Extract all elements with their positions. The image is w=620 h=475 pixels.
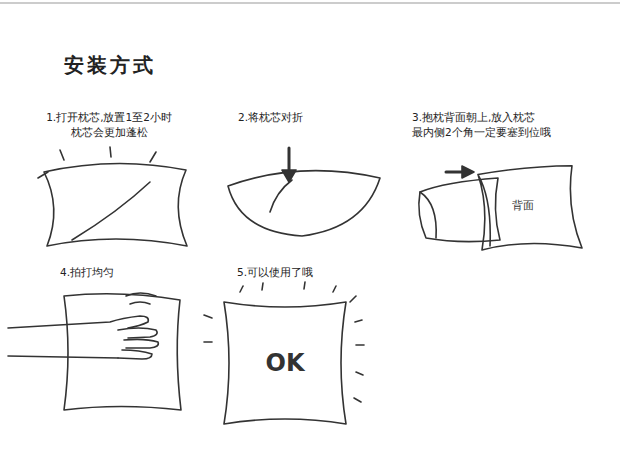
pillow-cover: 背面 [468,164,586,252]
finished-pillow: OK [220,298,350,428]
pillow-outline [224,302,346,424]
node-text: OK [266,349,305,377]
step-caption: 4.拍打均匀 [60,265,180,280]
title: 安装方式 [64,52,156,79]
folded-pillow [228,148,380,236]
step-caption: 1.打开枕芯,放置1至2小时 枕芯会更加蓬松 [34,110,184,140]
pillow-outline [478,166,582,250]
patting-hand [8,293,181,410]
node-text: 背面 [512,198,534,213]
step-caption: 5.可以使用了哦 [237,265,377,280]
pillow-insert [38,147,187,246]
step-caption: 3.抱枕背面朝上,放入枕芯 最内侧2个角一定要塞到位哦 [412,110,612,140]
step-caption: 2.将枕芯对折 [238,110,358,125]
top-rule [0,3,620,4]
